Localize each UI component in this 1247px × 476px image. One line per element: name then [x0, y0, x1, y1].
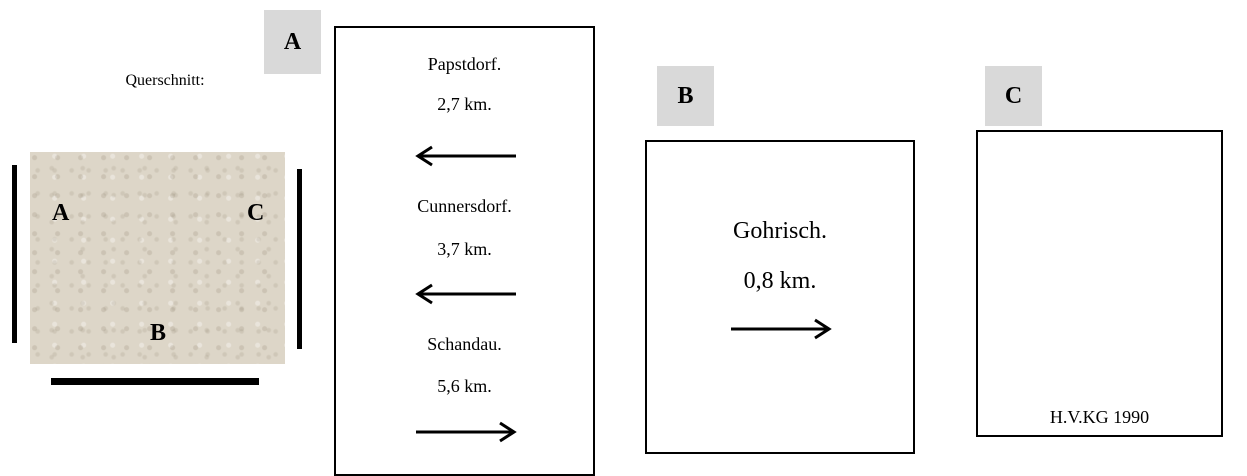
entry-2-distance: 3,7 km.	[437, 239, 492, 259]
panel-c-inscription: H.V.KG 1990	[1049, 407, 1150, 427]
entry-3-place: Schandau.	[427, 334, 502, 354]
arrow-right-icon	[416, 421, 517, 443]
arrow-right-icon	[731, 318, 832, 340]
face-label-c: C	[247, 200, 265, 226]
panel-c-tag: C	[985, 66, 1042, 126]
side-c-bar	[297, 169, 302, 349]
panel-c-sign: H.V.KG 1990	[976, 130, 1223, 437]
panel-a-tag: A	[264, 10, 321, 74]
face-label-b: B	[150, 320, 167, 346]
panel-b-place: Gohrisch.	[733, 218, 827, 244]
face-label-a: A	[52, 200, 70, 226]
entry-3-distance: 5,6 km.	[437, 376, 492, 396]
cross-section-title: Querschnitt:	[125, 72, 205, 89]
panel-b-distance: 0,8 km.	[743, 268, 817, 294]
arrow-left-icon	[415, 283, 516, 305]
entry-1-place: Papstdorf.	[427, 54, 502, 74]
arrow-left-icon	[415, 145, 516, 167]
side-b-bar	[51, 378, 259, 385]
panel-b-sign: Gohrisch. 0,8 km.	[645, 140, 915, 454]
side-a-bar	[12, 165, 17, 343]
entry-1-distance: 2,7 km.	[437, 94, 492, 114]
stone-cross-section	[30, 152, 285, 364]
panel-a-sign: Papstdorf. 2,7 km. Cunnersdorf. 3,7 km. …	[334, 26, 595, 476]
panel-b-tag: B	[657, 66, 714, 126]
entry-2-place: Cunnersdorf.	[417, 196, 512, 216]
